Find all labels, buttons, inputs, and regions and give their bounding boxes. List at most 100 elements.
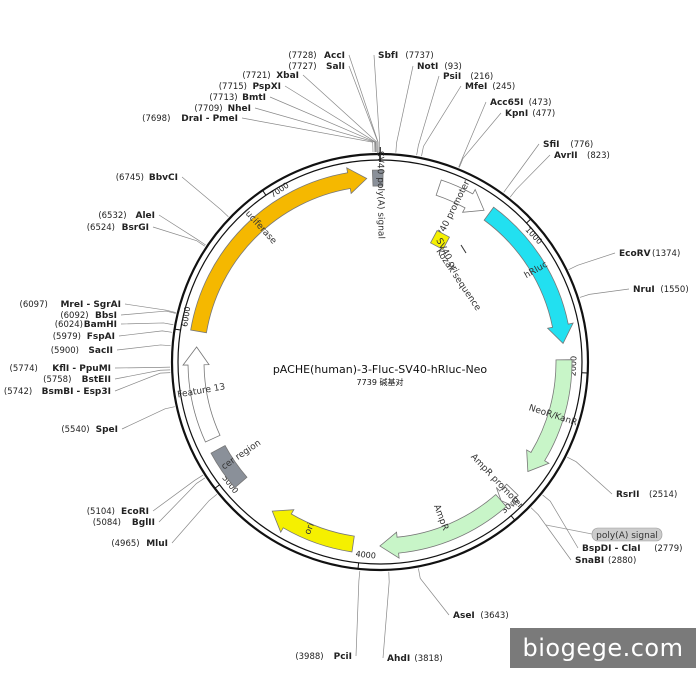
- site-leader-mrei-sgrai: [124, 303, 176, 313]
- site-position: (5900): [51, 346, 79, 356]
- site-alei: AleI(6532): [98, 211, 155, 221]
- polya-signal-label: poly(A) signal: [596, 531, 658, 541]
- site-leader-bbsi: [120, 310, 176, 316]
- site-leader-bamhi: [120, 322, 174, 326]
- site-leader-ecorv: [568, 252, 616, 270]
- site-sfii: SfiI(776): [543, 140, 593, 150]
- site-name: Acc65I: [490, 98, 524, 108]
- site-leader-xbai: [302, 74, 378, 153]
- site-position: (776): [570, 140, 593, 150]
- site-acci: AccI(7728): [288, 51, 345, 61]
- site-name: SbfI: [378, 51, 398, 61]
- feature-luciferase: [190, 167, 368, 334]
- site-leader-mfei: [421, 85, 462, 157]
- feature-feature-13: [182, 346, 221, 443]
- feature-ori: [271, 509, 355, 553]
- site-name: BsrGI: [122, 223, 149, 233]
- site-name: SnaBI: [575, 556, 604, 566]
- site-name: MluI: [146, 539, 168, 549]
- site-position: (5084): [93, 518, 121, 528]
- site-position: (5742): [4, 387, 32, 397]
- site-position: (823): [587, 151, 610, 161]
- site-leader-bsrgi: [152, 226, 206, 247]
- site-position: (2514): [649, 490, 677, 500]
- site-name: DraI - PmeI: [181, 114, 238, 124]
- site-sacii: SacII (5900): [51, 346, 113, 356]
- site-leader-kfli-ppumi: [114, 366, 171, 369]
- site-position: (1374): [652, 249, 680, 259]
- site-name: MreI - SgrAI: [60, 300, 121, 310]
- site-leader-sbfi: [373, 54, 381, 153]
- kozak-sequence-mark: [460, 244, 467, 254]
- tick-7000: [262, 190, 267, 196]
- site-leader-bsteii: [114, 369, 171, 380]
- site-bglii: BglII(5084): [93, 518, 155, 528]
- feature-hrluc: [483, 206, 574, 345]
- site-pspxi: PspXI(7715): [219, 82, 281, 92]
- site-leader-noti: [395, 65, 414, 153]
- site-position: (5758): [43, 375, 71, 385]
- site-mlui: MluI (4965): [111, 539, 168, 549]
- tick-3000: [510, 515, 516, 521]
- site-rsrii: RsrII(2514): [616, 490, 677, 500]
- site-position: (1550): [660, 285, 688, 295]
- site-leader-rsrii: [567, 456, 613, 495]
- site-mfei: MfeI (245): [465, 82, 515, 92]
- site-nrui: NruI(1550): [633, 285, 689, 295]
- site-leader-nhei: [254, 107, 376, 153]
- site-name: BamHI: [84, 320, 117, 330]
- site-bsmbi-esp3i: BsmBI - Esp3I (5742): [4, 387, 111, 397]
- feature-label-sv40-poly-a-signal: SV40 poly(A) signal: [375, 151, 386, 239]
- site-position: (93): [444, 62, 461, 72]
- site-snabi: SnaBI(2880): [575, 556, 636, 566]
- backbone-ring: [170, 147, 590, 572]
- site-leader-ecori: [152, 474, 204, 512]
- site-bbsi: BbsI(6092): [60, 311, 117, 321]
- site-position: (477): [532, 109, 555, 119]
- site-position: (4965): [111, 539, 139, 549]
- site-name: FspAI: [87, 332, 115, 342]
- site-position: (3643): [480, 611, 508, 621]
- site-position: (7728): [288, 51, 316, 61]
- site-sali: SalI(7727): [288, 62, 345, 72]
- site-sbfi: SbfI(7737): [378, 51, 434, 61]
- site-position: (7721): [242, 71, 270, 81]
- polya-signal-leader: [545, 524, 593, 535]
- site-name: SacII: [88, 346, 113, 356]
- site-leader-bglii: [158, 477, 206, 523]
- site-nhei: NheI(7709): [194, 104, 251, 114]
- site-position: (5979): [53, 332, 81, 342]
- site-name: SpeI: [96, 425, 118, 435]
- site-name: MfeI: [465, 82, 487, 92]
- site-bmti: BmtI(7713): [209, 93, 266, 103]
- site-leader-fspai: [118, 330, 173, 337]
- site-name: BsmBI - Esp3I: [42, 387, 111, 397]
- site-name: PciI: [334, 652, 352, 662]
- site-acc65i: Acc65I(473): [490, 98, 551, 108]
- site-leader-bbvci: [181, 176, 229, 218]
- sv40-ori-box: [429, 229, 451, 251]
- plasmid-size: 7739 碱基对: [357, 377, 404, 387]
- site-name: NotI: [417, 62, 438, 72]
- site-leader-ahdi: [382, 571, 390, 659]
- site-leader-bspdi-clai: [542, 494, 579, 549]
- site-ecori: EcoRI(5104): [87, 507, 149, 517]
- tick-4000: [357, 562, 360, 569]
- site-position: (216): [470, 72, 493, 82]
- site-leader-acc65i: [458, 101, 487, 168]
- site-bsteii: BstEII(5758): [43, 375, 111, 385]
- feature-label-ori: ori: [303, 522, 317, 537]
- site-position: (245): [492, 82, 515, 92]
- site-drai-pmei: DraI - PmeI(7698): [142, 114, 238, 124]
- site-leader-sali: [348, 65, 379, 153]
- site-position: (6524): [87, 223, 115, 233]
- site-position: (6024): [55, 320, 83, 330]
- kozak-sequence-label: Kozak sequence: [434, 247, 483, 313]
- site-leader-avrii: [509, 154, 551, 198]
- feature-sv40-promoter: [435, 179, 485, 213]
- site-name: AseI: [453, 611, 475, 621]
- site-name: BbsI: [95, 311, 117, 321]
- site-pcii: PciI(3988): [295, 652, 352, 662]
- site-kpni: KpnI(477): [505, 109, 555, 119]
- site-leader-sacii: [116, 344, 171, 351]
